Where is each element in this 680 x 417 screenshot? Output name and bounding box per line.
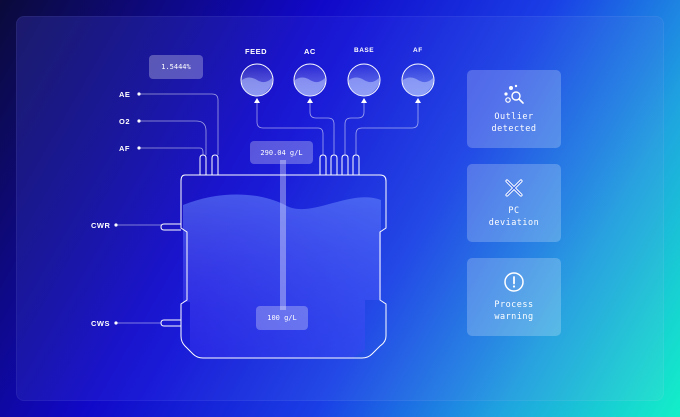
bottom-concentration-readout: 100 g/L xyxy=(256,306,308,330)
x-cross-icon xyxy=(505,179,523,197)
outlier-detected-text: Outlier detected xyxy=(491,112,537,134)
side-ports xyxy=(160,223,181,327)
ac-label: AC xyxy=(304,47,316,56)
stirrer-rod xyxy=(280,160,286,310)
pc-deviation-text: PC deviation xyxy=(488,206,540,228)
tank-outline xyxy=(180,174,387,359)
bubbles-search-icon xyxy=(504,84,524,104)
af-bulb xyxy=(401,63,435,97)
process-warning-card[interactable]: Process warning xyxy=(467,258,561,336)
inlet-bulbs xyxy=(240,63,435,97)
cwr-label: CWR xyxy=(91,221,111,230)
left-connectors xyxy=(117,93,219,324)
ae-label: AE xyxy=(119,90,131,99)
o2-label: O2 xyxy=(119,117,131,126)
left-connector-dots xyxy=(114,92,141,325)
base-label: BASE xyxy=(354,47,375,54)
tank-liquid xyxy=(183,194,381,358)
process-warning-text: Process warning xyxy=(494,300,534,322)
percent-readout: 1.5444% xyxy=(149,55,203,79)
af-top-label: AF xyxy=(413,47,423,54)
exclamation-circle-icon xyxy=(504,272,524,292)
feed-label: FEED xyxy=(245,47,268,56)
base-bulb xyxy=(347,63,381,97)
af-label: AF xyxy=(119,144,130,153)
top-concentration-readout: 290.04 g/L xyxy=(250,141,313,164)
top-connector-arrows xyxy=(254,98,421,103)
ac-bulb xyxy=(293,63,327,97)
outlier-detected-card[interactable]: Outlier detected xyxy=(467,70,561,148)
pc-deviation-card[interactable]: PC deviation xyxy=(467,164,561,242)
top-connectors xyxy=(256,100,419,155)
cws-label: CWS xyxy=(91,319,110,328)
feed-bulb xyxy=(240,63,274,97)
